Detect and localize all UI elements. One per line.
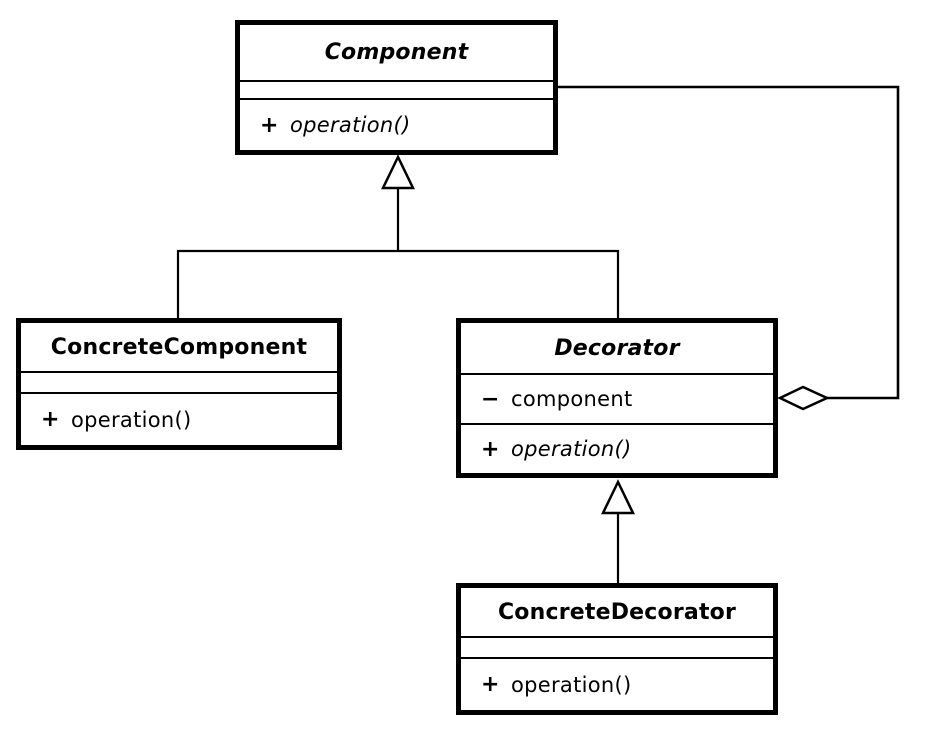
class-box-component: Component + operation()	[235, 20, 558, 155]
method-item: + operation()	[461, 437, 773, 462]
aggregation-line	[558, 85, 900, 400]
class-name: Decorator	[461, 323, 773, 375]
generalization-branch-lines	[176, 187, 620, 318]
methods-compartment: + operation()	[461, 659, 773, 710]
visibility-sign: −	[481, 386, 500, 412]
visibility-sign: +	[481, 436, 500, 462]
class-name-label: ConcreteDecorator	[497, 599, 737, 625]
class-box-concrete-decorator: ConcreteDecorator + operation()	[456, 583, 778, 715]
class-name-label: Decorator	[554, 335, 680, 361]
class-name-label: ConcreteComponent	[50, 334, 308, 360]
attributes-compartment	[240, 82, 553, 100]
method-signature: operation()	[511, 437, 632, 461]
methods-compartment: + operation()	[240, 100, 553, 150]
attributes-compartment: − component	[461, 375, 773, 425]
aggregation-diamond-icon	[777, 385, 831, 411]
method-signature: operation()	[290, 113, 411, 137]
attribute-name: component	[511, 387, 633, 411]
attributes-compartment	[461, 638, 773, 659]
attribute-item: − component	[461, 387, 773, 412]
methods-compartment: + operation()	[461, 425, 773, 473]
visibility-sign: +	[481, 672, 500, 697]
inheritance-triangle-icon	[601, 479, 635, 515]
class-name: ConcreteDecorator	[461, 588, 773, 638]
class-name-label: Component	[324, 40, 469, 65]
class-box-decorator: Decorator − component + operation()	[456, 318, 778, 478]
attributes-compartment	[21, 373, 337, 394]
methods-compartment: + operation()	[21, 394, 337, 445]
class-name: ConcreteComponent	[21, 323, 337, 373]
method-item: + operation()	[240, 113, 553, 138]
method-item: + operation()	[461, 672, 773, 697]
visibility-sign: +	[41, 407, 60, 432]
visibility-sign: +	[260, 112, 279, 138]
method-signature: operation()	[71, 407, 192, 432]
class-box-concrete-component: ConcreteComponent + operation()	[16, 318, 342, 450]
inheritance-triangle-icon	[381, 154, 415, 190]
class-name: Component	[240, 25, 553, 82]
method-item: + operation()	[21, 407, 337, 432]
method-signature: operation()	[511, 672, 632, 697]
